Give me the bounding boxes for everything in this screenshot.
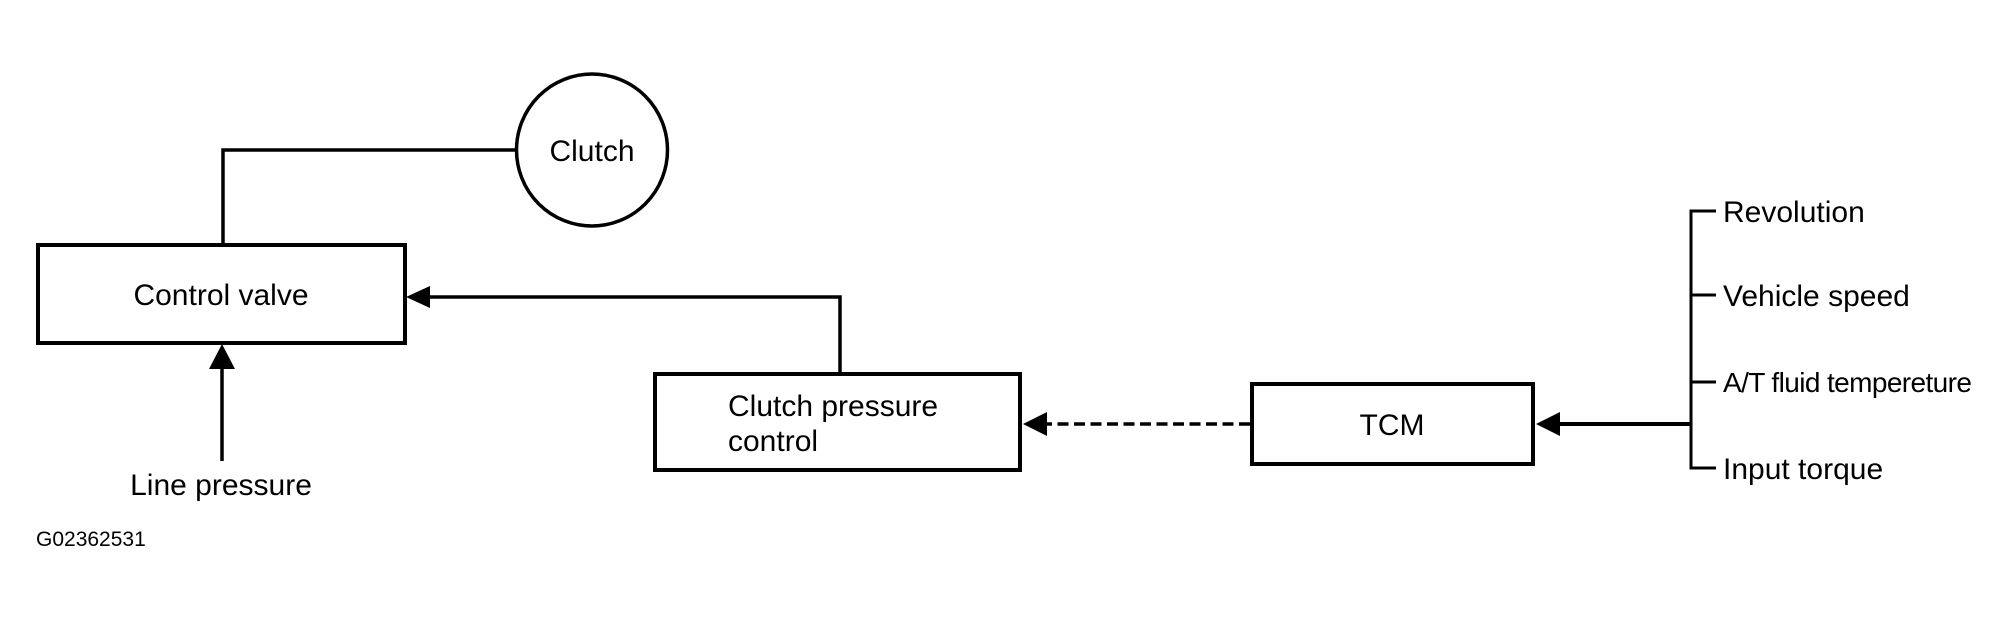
clutch-pressure-control-label-line1: Clutch pressure [728, 390, 938, 423]
cpc-to-control-valve-connector [429, 295, 842, 372]
tcm-to-cpc-arrowhead-icon [1023, 412, 1047, 436]
control-valve-to-clutch-connector [221, 148, 516, 243]
tcm-node-shape [1250, 382, 1535, 466]
control-valve-node-label: Control valve [133, 279, 308, 312]
input-label-revolution: Revolution [1723, 196, 1865, 229]
inputs-bracket [1689, 209, 1716, 470]
cpc-to-control-valve-arrowhead-icon [406, 286, 430, 308]
line-pressure-arrowhead-icon [209, 344, 235, 369]
input-label-at-fluid-temperature: A/T fluid tempereture [1723, 367, 1971, 398]
tcm-node-label: TCM [1360, 409, 1425, 442]
input-label-vehicle-speed: Vehicle speed [1723, 280, 1910, 313]
clutch-pressure-control-node-shape [653, 372, 1022, 472]
clutch-node-shape [514, 72, 670, 228]
line-pressure-label: Line pressure [130, 469, 312, 502]
control-valve-node-shape [36, 243, 407, 345]
clutch-node-label: Clutch [549, 135, 634, 168]
clutch-pressure-control-label-line2: control [728, 425, 818, 458]
input-label-input-torque: Input torque [1723, 453, 1883, 486]
inputs-to-tcm-arrowhead-icon [1536, 412, 1560, 436]
figure-id-label: G02362531 [36, 528, 146, 551]
